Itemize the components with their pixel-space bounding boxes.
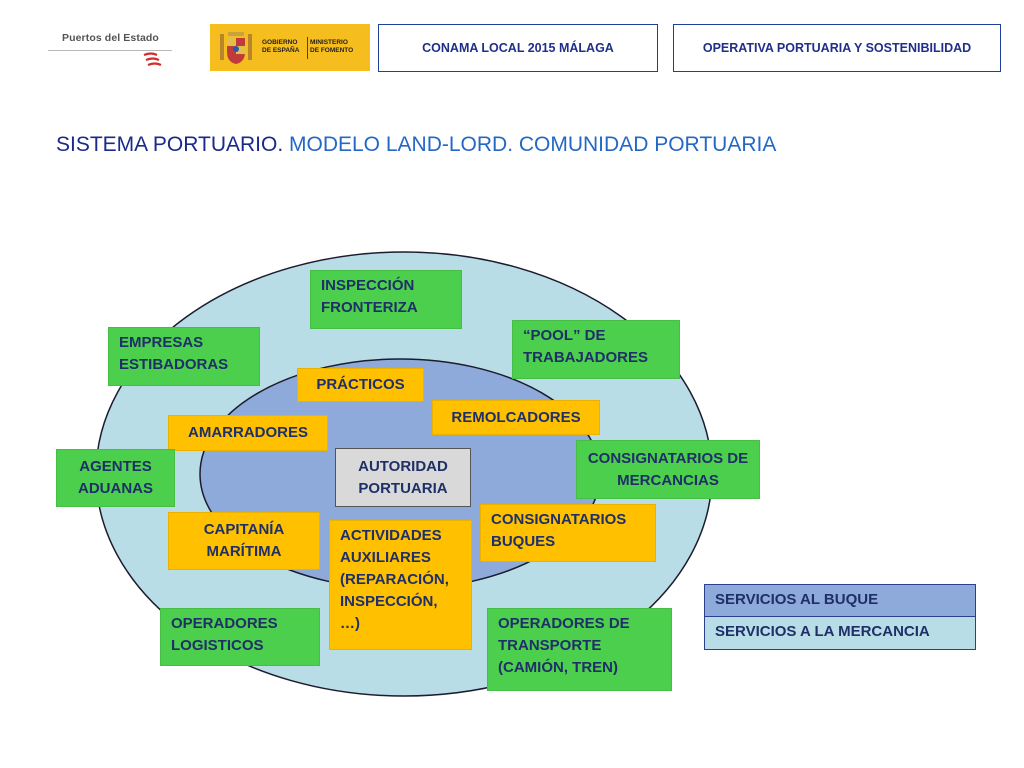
node-empresas-estibadoras: EMPRESAS ESTIBADORAS [108,327,260,386]
node-autoridad-portuaria: AUTORIDAD PORTUARIA [335,448,471,507]
conama-header-box: CONAMA LOCAL 2015 MÁLAGA [378,24,658,72]
node-operadores-logisticos: OPERADORES LOGISTICOS [160,608,320,666]
node-actividades-auxiliares: ACTIVIDADES AUXILIARES (REPARACIÓN, INSP… [329,520,472,650]
node-capitania-maritima: CAPITANÍA MARÍTIMA [168,512,320,570]
title-part-2: MODELO LAND-LORD. COMUNIDAD PORTUARIA [283,133,777,156]
node-agentes-aduanas: AGENTES ADUANAS [56,449,175,507]
logo-text: Puertos del Estado [62,32,159,44]
logo-mark-icon [143,52,162,67]
page-title: SISTEMA PORTUARIO. MODELO LAND-LORD. COM… [56,133,776,157]
legend-servicios-buque: SERVICIOS AL BUQUE [704,584,976,617]
gobierno-ministerio-logo: GOBIERNO DE ESPAÑA MINISTERIO DE FOMENTO [210,24,370,71]
logo-divider [48,50,172,51]
node-operadores-transporte: OPERADORES DE TRANSPORTE (CAMIÓN, TREN) [487,608,672,691]
gobierno-text: GOBIERNO DE ESPAÑA [262,39,300,54]
node-practicos: PRÁCTICOS [297,368,424,402]
puertos-del-estado-logo: Puertos del Estado [48,26,176,67]
node-pool-trabajadores: “POOL” DE TRABAJADORES [512,320,680,379]
legend-servicios-mercancia: SERVICIOS A LA MERCANCIA [704,617,976,650]
node-consignatarios-buques: CONSIGNATARIOS BUQUES [480,504,656,562]
node-amarradores: AMARRADORES [168,415,328,451]
operativa-header-box: OPERATIVA PORTUARIA Y SOSTENIBILIDAD [673,24,1001,72]
node-consignatarios-mercancias: CONSIGNATARIOS DE MERCANCIAS [576,440,760,499]
title-part-1: SISTEMA PORTUARIO. [56,133,284,156]
node-inspeccion-fronteriza: INSPECCIÓN FRONTERIZA [310,270,462,329]
ministerio-text: MINISTERIO DE FOMENTO [310,39,354,54]
coat-of-arms-icon [220,32,252,64]
logo-separator [307,37,308,59]
node-remolcadores: REMOLCADORES [432,400,600,435]
